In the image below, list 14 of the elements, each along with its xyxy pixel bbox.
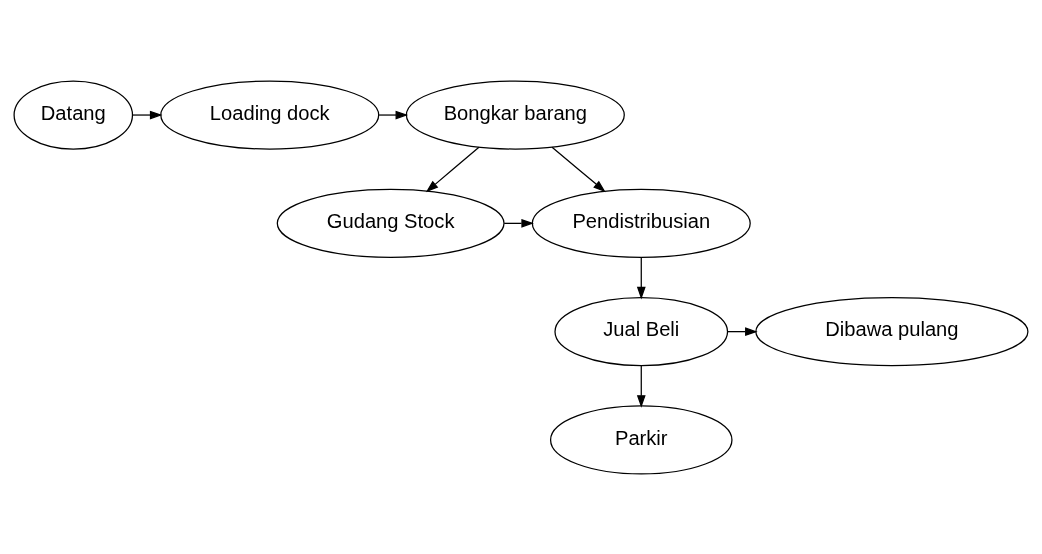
arrow [378, 110, 409, 119]
node-ellipse: Datang [13, 79, 134, 150]
node-ellipse: Pendistribusian [531, 188, 751, 258]
node-ellipse: Dibawa pulang [755, 296, 1029, 366]
node-ellipse: Gudang Stock [276, 188, 505, 258]
arrow [132, 110, 163, 119]
node-ellipse: Bongkar barang [405, 79, 625, 150]
node-ellipse: Loading dock [160, 79, 380, 150]
node-ellipse: Jual Beli [554, 296, 729, 366]
arrow [636, 256, 646, 299]
arrow [551, 146, 606, 192]
arrow [425, 146, 480, 192]
node-ellipse: Parkir [549, 404, 733, 475]
arrow [636, 364, 646, 408]
